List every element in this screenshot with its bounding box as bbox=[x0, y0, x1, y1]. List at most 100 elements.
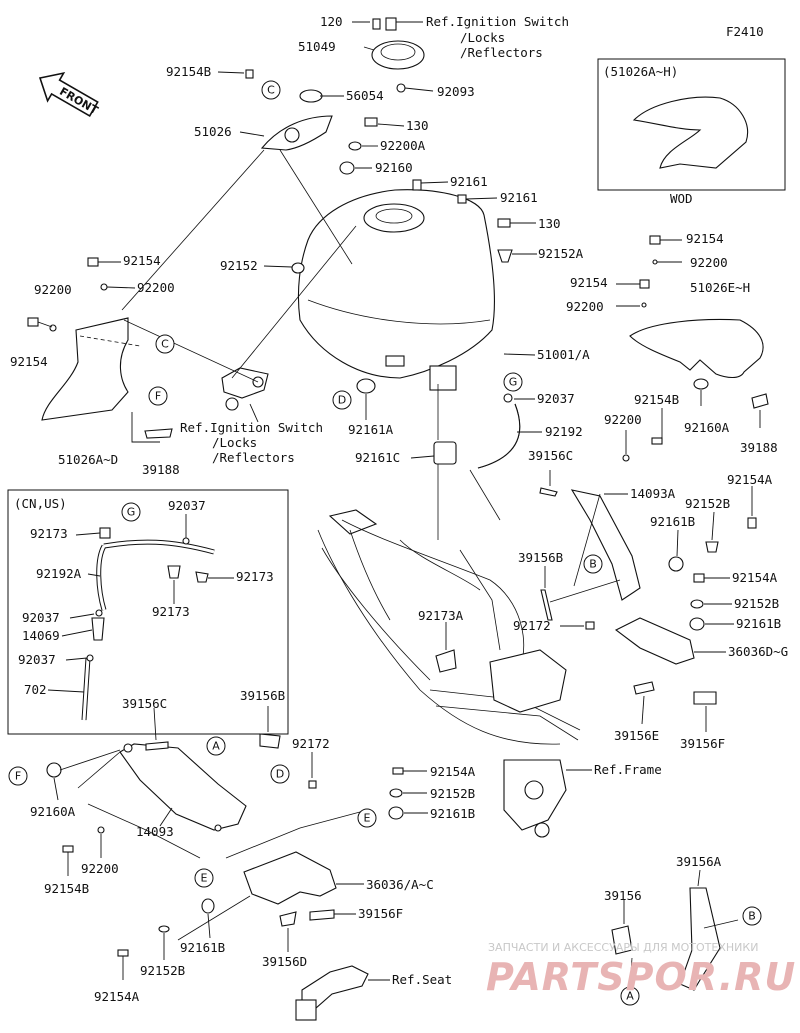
callout-b-mid: B bbox=[583, 554, 603, 574]
label-ref-frame: Ref.Frame bbox=[594, 762, 662, 777]
label-92200-right-c: 92200 bbox=[604, 412, 642, 427]
figure-code: F2410 bbox=[726, 24, 764, 39]
label-51026A-D: 51026A~D bbox=[58, 452, 118, 467]
label-92161A: 92161A bbox=[348, 422, 394, 437]
label-92154-right: 92154 bbox=[686, 231, 724, 246]
label-92192: 92192 bbox=[545, 424, 583, 439]
callout-c-left: C bbox=[155, 334, 175, 354]
label-130-top: 130 bbox=[406, 118, 429, 133]
bracket-14093A bbox=[570, 489, 641, 601]
label-92161B-right: 92161B bbox=[650, 514, 695, 529]
label-inset-92037-b: 92037 bbox=[22, 610, 60, 625]
svg-text:C: C bbox=[267, 84, 275, 97]
label-51049: 51049 bbox=[298, 39, 336, 54]
label-92160A-right: 92160A bbox=[684, 420, 730, 435]
callout-a-left: A bbox=[206, 736, 226, 756]
label-92152B-right-b: 92152B bbox=[734, 596, 779, 611]
inset-wod-header: (51026A~H) bbox=[603, 64, 678, 79]
svg-text:C: C bbox=[161, 338, 169, 351]
inset-cnus-header: (CN,US) bbox=[14, 496, 67, 511]
label-reflectors-top: /Reflectors bbox=[460, 45, 543, 60]
label-39188-left: 39188 bbox=[142, 462, 180, 477]
label-14093A: 14093A bbox=[630, 486, 676, 501]
svg-text:B: B bbox=[589, 558, 597, 571]
label-92200-left-b: 92200 bbox=[34, 282, 72, 297]
label-92154B-top: 92154B bbox=[166, 64, 211, 79]
label-92160: 92160 bbox=[375, 160, 413, 175]
label-92161B-right-b: 92161B bbox=[736, 616, 781, 631]
label-92154-right-b: 92154 bbox=[570, 275, 608, 290]
label-92200-left-a: 92200 bbox=[137, 280, 175, 295]
label-92161-b: 92161 bbox=[500, 190, 538, 205]
callout-a-br: A bbox=[620, 986, 640, 1006]
label-92161B-bottom: 92161B bbox=[180, 940, 225, 955]
label-locks-top: /Locks bbox=[460, 30, 505, 45]
fuel-tank bbox=[297, 189, 495, 391]
label-39156D: 39156D bbox=[262, 954, 307, 969]
right-side-cover bbox=[629, 318, 764, 379]
label-92154A-bottom: 92154A bbox=[94, 989, 140, 1004]
bracket-14093 bbox=[119, 743, 247, 832]
label-ref-ignition-mid: Ref.Ignition Switch bbox=[180, 420, 323, 435]
inset-cnus-box bbox=[7, 489, 289, 735]
label-92161C: 92161C bbox=[355, 450, 400, 465]
label-92200A: 92200A bbox=[380, 138, 426, 153]
callout-d-mid: D bbox=[332, 390, 352, 410]
label-92154A-right-b: 92154A bbox=[732, 570, 778, 585]
label-locks-mid: /Locks bbox=[212, 435, 257, 450]
label-92154A-right: 92154A bbox=[727, 472, 773, 487]
bracket-36036D-G bbox=[614, 617, 695, 665]
svg-text:E: E bbox=[364, 812, 371, 825]
tank-cover-51026 bbox=[260, 115, 333, 151]
label-92154-left-b: 92154 bbox=[10, 354, 48, 369]
label-56054: 56054 bbox=[346, 88, 384, 103]
svg-text:D: D bbox=[276, 768, 284, 781]
label-36036A-C: 36036/A~C bbox=[366, 877, 434, 892]
label-92152B-mid: 92152B bbox=[430, 786, 475, 801]
callout-b-br: B bbox=[742, 906, 762, 926]
label-39156F-right: 39156F bbox=[680, 736, 725, 751]
callout-e-left: E bbox=[194, 868, 214, 888]
callout-g-mid: G bbox=[503, 372, 523, 392]
label-39156E: 39156E bbox=[614, 728, 659, 743]
label-inset-14069: 14069 bbox=[22, 628, 60, 643]
left-side-cover bbox=[41, 317, 129, 421]
svg-text:F: F bbox=[155, 390, 161, 403]
ignition-switch bbox=[221, 367, 269, 411]
svg-text:D: D bbox=[338, 394, 346, 407]
label-92152A: 92152A bbox=[538, 246, 584, 261]
svg-text:A: A bbox=[626, 990, 634, 1003]
label-39156C-left: 39156C bbox=[122, 696, 167, 711]
label-92161B-mid: 92161B bbox=[430, 806, 475, 821]
svg-text:G: G bbox=[127, 506, 136, 519]
label-92037-main: 92037 bbox=[537, 391, 575, 406]
label-92093: 92093 bbox=[437, 84, 475, 99]
pad-39156 bbox=[611, 925, 633, 955]
label-92154-left: 92154 bbox=[123, 253, 161, 268]
label-inset-92173-a: 92173 bbox=[30, 526, 68, 541]
label-92154B-right: 92154B bbox=[634, 392, 679, 407]
wod-cover-shape bbox=[632, 96, 748, 169]
svg-text:B: B bbox=[748, 910, 756, 923]
label-92152: 92152 bbox=[220, 258, 258, 273]
callout-f-left: F bbox=[148, 386, 168, 406]
label-39156F-bottom: 39156F bbox=[358, 906, 403, 921]
pad-39156A bbox=[679, 887, 721, 991]
label-120: 120 bbox=[320, 14, 343, 29]
svg-text:A: A bbox=[212, 740, 220, 753]
label-36036D-G: 36036D~G bbox=[728, 644, 788, 659]
label-92173A: 92173A bbox=[418, 608, 464, 623]
label-14093: 14093 bbox=[136, 824, 174, 839]
label-92200-bottom: 92200 bbox=[81, 861, 119, 876]
label-39156B-left: 39156B bbox=[240, 688, 285, 703]
callout-g-inset: G bbox=[121, 502, 141, 522]
label-39156-br: 39156 bbox=[604, 888, 642, 903]
callout-f-bottom: F bbox=[8, 766, 28, 786]
label-ref-ignition-top: Ref.Ignition Switch bbox=[426, 14, 569, 29]
watermark-line1: ЗАПЧАСТИ И АКСЕССУАРЫ ДЛЯ МОТОТЕХНИКИ bbox=[488, 941, 758, 954]
label-92154A-mid: 92154A bbox=[430, 764, 476, 779]
svg-text:F: F bbox=[15, 770, 21, 783]
label-92172-right: 92172 bbox=[513, 618, 551, 633]
watermark-line2: PARTSPOR.RU bbox=[486, 955, 796, 999]
callout-e-mid: E bbox=[357, 808, 377, 828]
